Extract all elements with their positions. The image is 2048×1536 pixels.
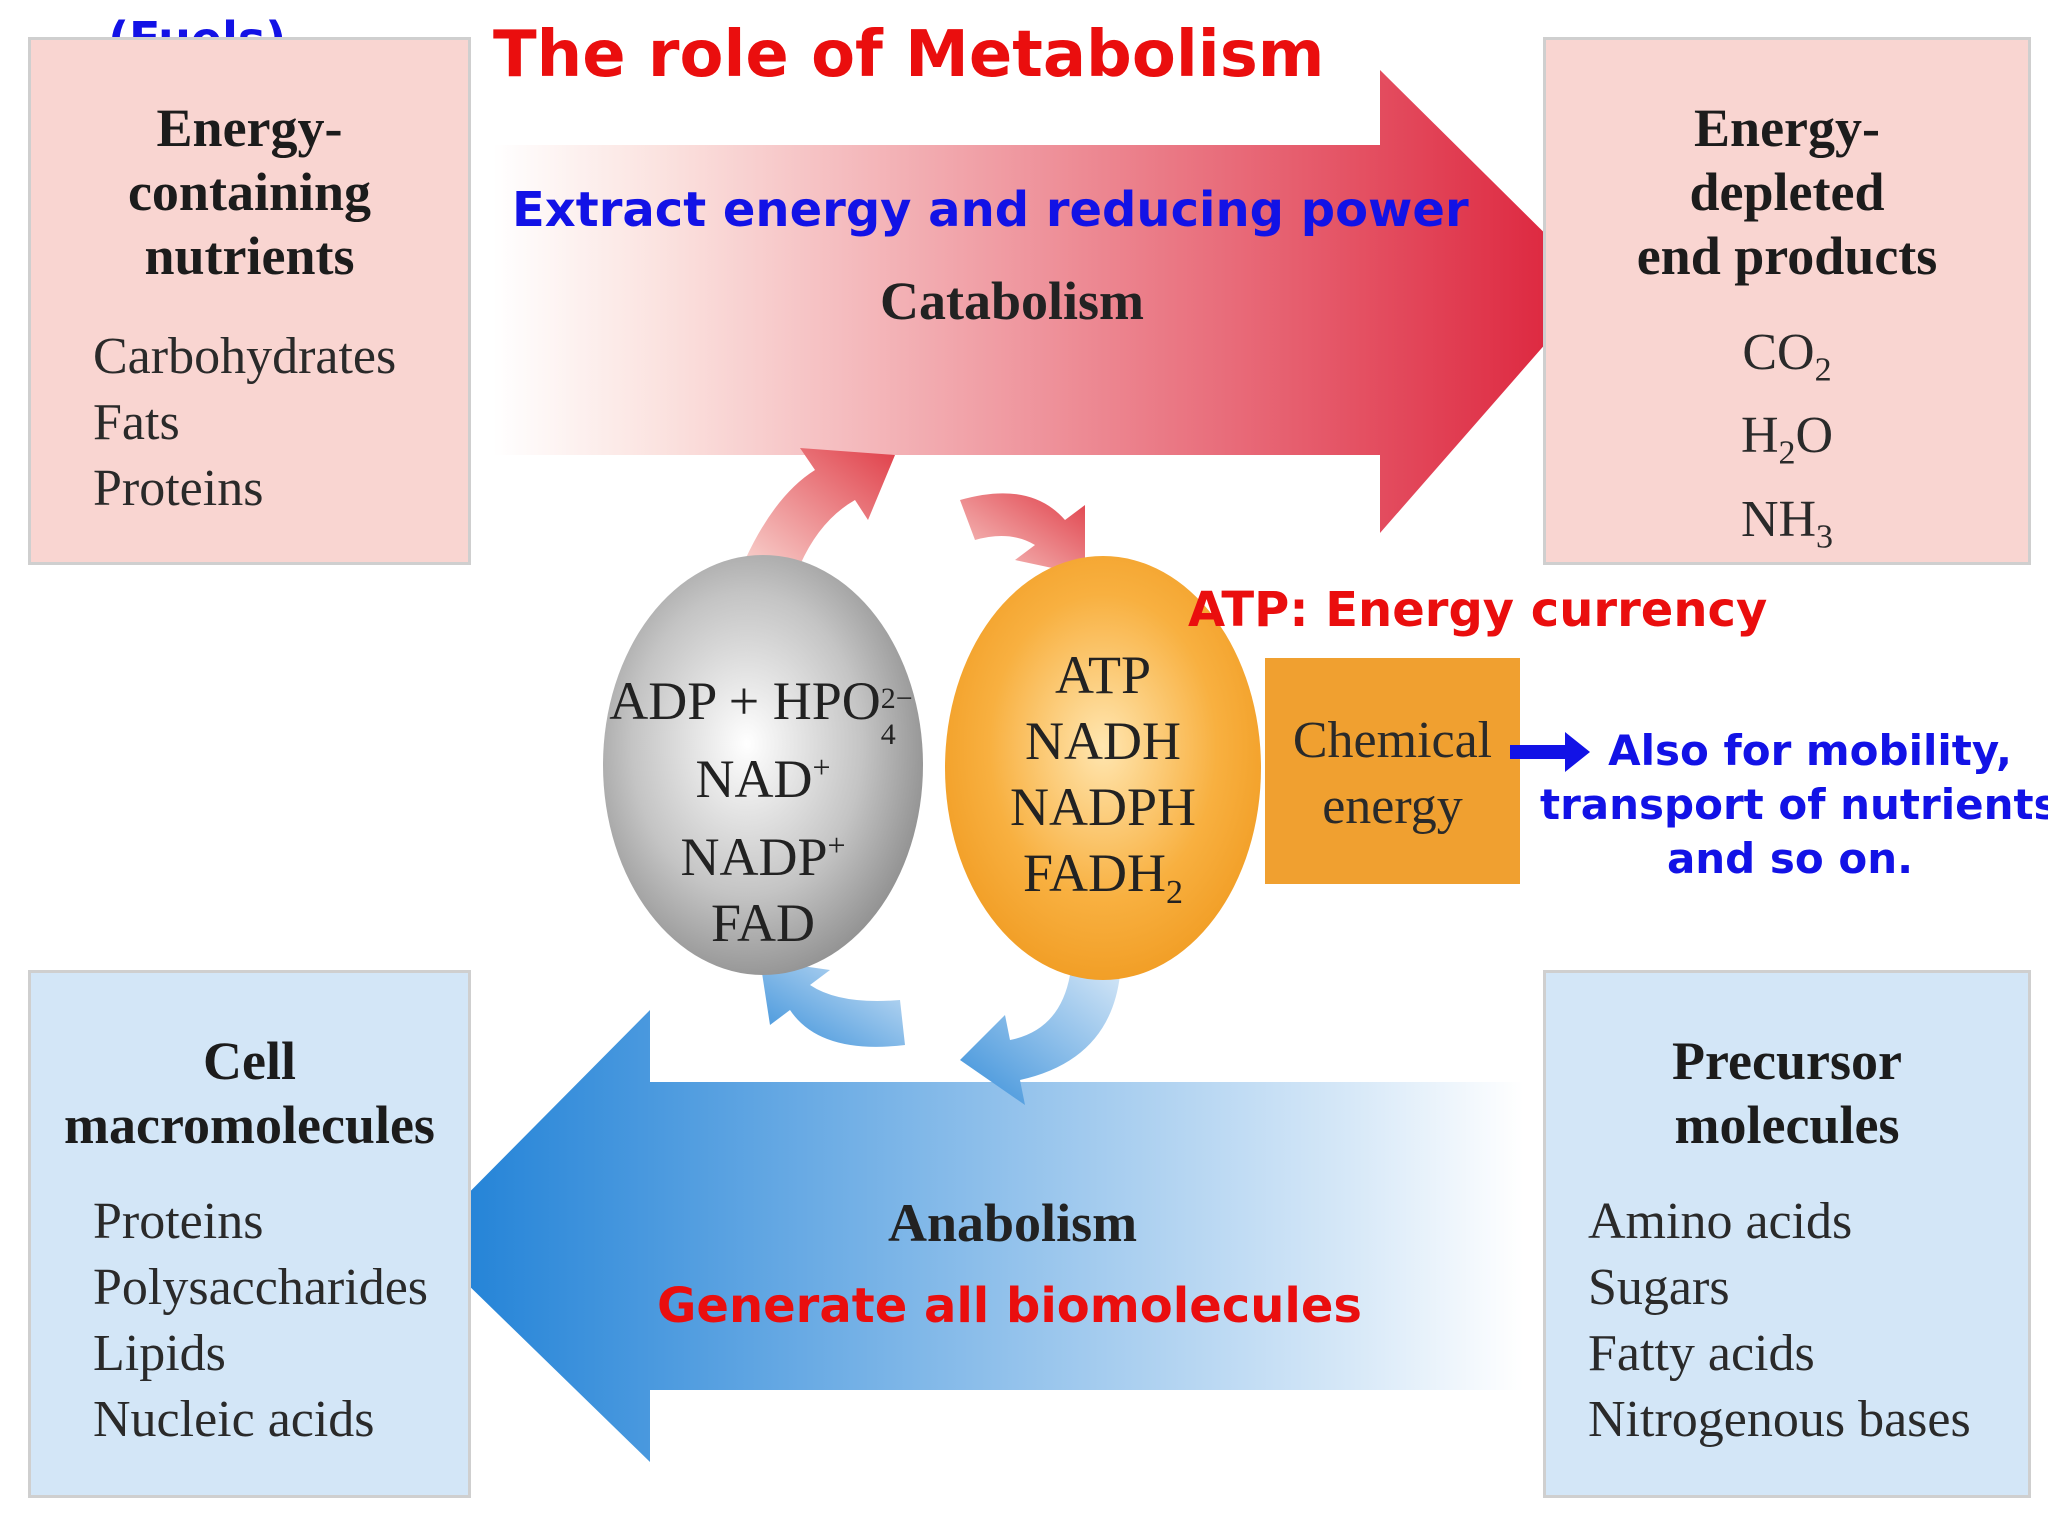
anabolism-note: Generate all biomolecules [657, 1278, 1362, 1334]
list-item: Nitrogenous bases [1588, 1391, 1971, 1448]
fadh2-label: FADH2 [1022, 843, 1183, 911]
list-item: Carbohydrates [93, 328, 397, 385]
orange-oval [945, 556, 1261, 980]
cycle-arrow-down-left [960, 975, 1120, 1105]
anabolism-arrow [422, 1010, 1523, 1462]
atp-label: ATP [1054, 645, 1152, 705]
list-item: H2O [1740, 407, 1834, 472]
orange-oval-text: ATP NADH NADPH FADH2 [963, 642, 1243, 926]
list-item: Amino acids [1588, 1193, 1853, 1250]
catabolism-note: Extract energy and reducing power [512, 182, 1469, 238]
list-item: Fats [93, 394, 180, 451]
cycle-arrow-up-left [745, 448, 895, 565]
cycle-arrow-up-right [760, 960, 905, 1047]
mobility-arrow [1510, 732, 1590, 772]
precursors-list: Amino acids Sugars Fatty acids Nitrogeno… [1588, 1189, 2028, 1453]
list-item: NH3 [1740, 490, 1834, 556]
precursors-title: Precursor molecules [1672, 1031, 1902, 1155]
macromolecules-list: Proteins Polysaccharides Lipids Nucleic … [93, 1189, 468, 1453]
mobility-note-line: transport of nutrients [1540, 780, 2048, 829]
nutrients-list: Carbohydrates Fats Proteins [93, 324, 468, 522]
nad-label: NAD+ [695, 749, 831, 809]
macromolecules-box: Cell macromolecules Proteins Polysacchar… [28, 970, 471, 1498]
list-item: Sugars [1588, 1259, 1730, 1316]
list-item: Proteins [93, 460, 264, 517]
mobility-note-line: Also for mobility, [1608, 726, 2012, 775]
nutrients-box: Energy- containing nutrients Carbohydrat… [28, 37, 471, 565]
nadh-label: NADH [1025, 711, 1181, 771]
mobility-note-line: and so on. [1666, 834, 1914, 883]
list-item: Fatty acids [1588, 1325, 1815, 1382]
list-item: Lipids [93, 1325, 226, 1382]
list-item: CO2 [1742, 324, 1832, 389]
fad-label: FAD [710, 893, 816, 953]
catabolism-label: Catabolism [880, 271, 1145, 331]
chemical-energy-box [1265, 658, 1520, 884]
precursors-box: Precursor molecules Amino acids Sugars F… [1543, 970, 2031, 1498]
list-item: Nucleic acids [93, 1391, 375, 1448]
nadph-label: NADPH [1009, 777, 1197, 837]
catabolism-arrow [493, 70, 1597, 533]
list-item: Polysaccharides [93, 1259, 429, 1316]
nadp-label: NADP+ [680, 827, 846, 887]
anabolism-label: Anabolism [888, 1193, 1138, 1253]
end-products-list: CO2 H2O NH3 [1546, 320, 2028, 570]
page-title: The role of Metabolism [493, 18, 1325, 92]
cycle-arrow-down-right [960, 493, 1085, 575]
mobility-note: Also for mobility, transport of nutrient… [1540, 724, 2048, 886]
nutrients-title: Energy- containing nutrients [127, 98, 372, 286]
grey-oval [603, 555, 923, 975]
atp-note: ATP: Energy currency [1188, 582, 1768, 638]
end-products-title: Energy- depleted end products [1636, 98, 1938, 286]
chemical-energy-label: Chemical energy [1292, 712, 1493, 835]
list-item: Proteins [93, 1193, 264, 1250]
end-products-box: Energy- depleted end products CO2 H2O NH… [1543, 37, 2031, 565]
macromolecules-title: Cell macromolecules [64, 1031, 435, 1155]
